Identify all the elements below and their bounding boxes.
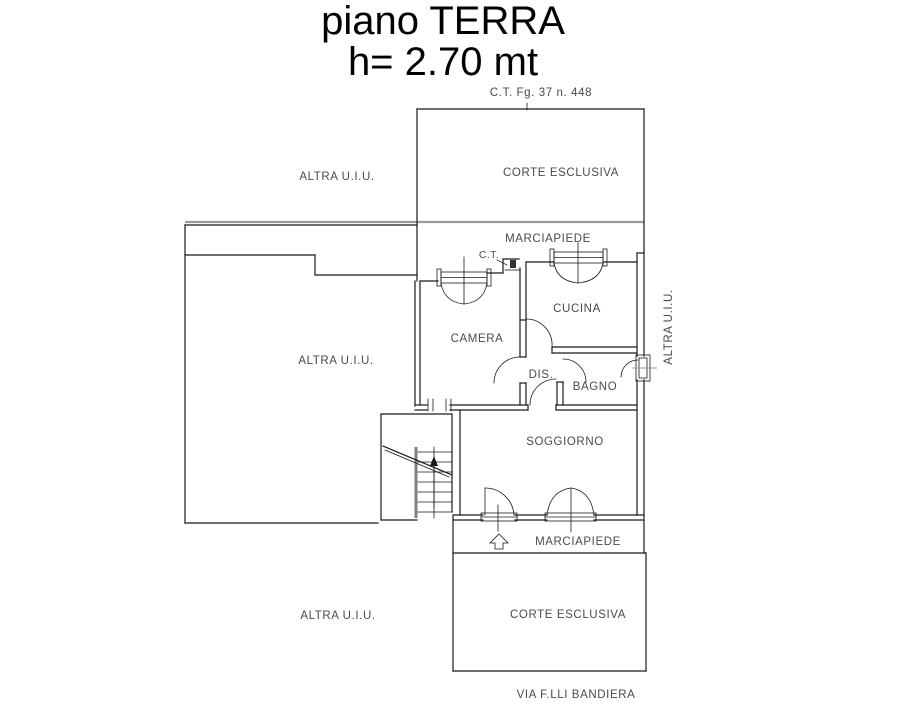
title-floor-name: piano TERRA: [321, 0, 565, 43]
staircase: [380, 413, 453, 521]
label-corte-esclusiva-bottom: CORTE ESCLUSIVA: [510, 609, 626, 621]
interior-door-swings: [493, 318, 587, 406]
sidewalk-strip: [452, 514, 647, 554]
bagno-window: [620, 354, 657, 382]
label-bagno: BAGNO: [573, 381, 618, 393]
soggiorno-doors: [480, 487, 597, 533]
label-street: VIA F.LLI BANDIERA: [517, 689, 636, 701]
drawing-title: piano TERRA h= 2.70 mt: [0, 0, 886, 82]
label-altra-uiu-left: ALTRA U.I.U.: [298, 355, 373, 367]
label-cucina: CUCINA: [553, 303, 601, 315]
label-ct: C.T.: [479, 249, 499, 261]
apartment-walls: [414, 252, 645, 554]
entrance-arrow-icon: [489, 533, 509, 550]
camera-window: [436, 256, 492, 305]
label-altra-uiu-top: ALTRA U.I.U.: [299, 171, 374, 183]
label-dis: DIS.: [529, 369, 554, 381]
label-altra-uiu-right: ALTRA U.I.U.: [663, 289, 675, 364]
cucina-window: [549, 242, 608, 284]
left-unit-outline: [184, 224, 418, 524]
label-camera: CAMERA: [451, 333, 504, 345]
label-corte-esclusiva-top: CORTE ESCLUSIVA: [503, 167, 619, 179]
cadastral-reference-label: C.T. Fg. 37 n. 448: [490, 87, 592, 99]
label-marciapiede-top: MARCIAPIEDE: [505, 233, 591, 245]
upper-courtyard-outline: [416, 102, 645, 282]
lower-courtyard-outline: [452, 552, 647, 672]
title-height-note: h= 2.70 mt: [347, 40, 539, 84]
ct-boiler-box: [496, 258, 520, 274]
stair-up-arrow-icon: [430, 456, 438, 466]
label-altra-uiu-bottom: ALTRA U.I.U.: [300, 610, 375, 622]
label-soggiorno: SOGGIORNO: [526, 436, 604, 448]
label-marciapiede-bottom: MARCIAPIEDE: [535, 536, 621, 548]
